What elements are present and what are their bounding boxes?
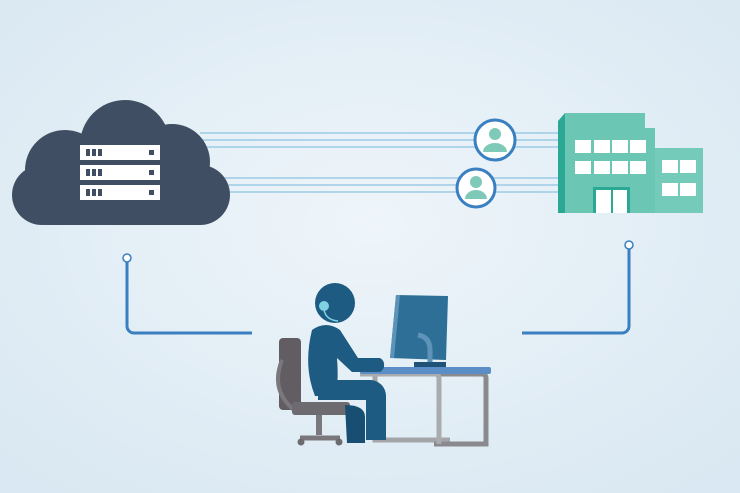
person [308,283,386,443]
user-avatar-icon [473,118,517,162]
data-lines [200,132,560,193]
office-building-icon [558,113,703,213]
monitor [390,295,448,367]
user-avatar-icon [455,167,497,209]
connector-left [122,253,252,335]
support-agent-icon [276,283,491,447]
chair [276,338,350,446]
cloud-server-icon [12,100,230,225]
server-rack-icon [80,145,160,200]
connector-right [522,240,634,335]
